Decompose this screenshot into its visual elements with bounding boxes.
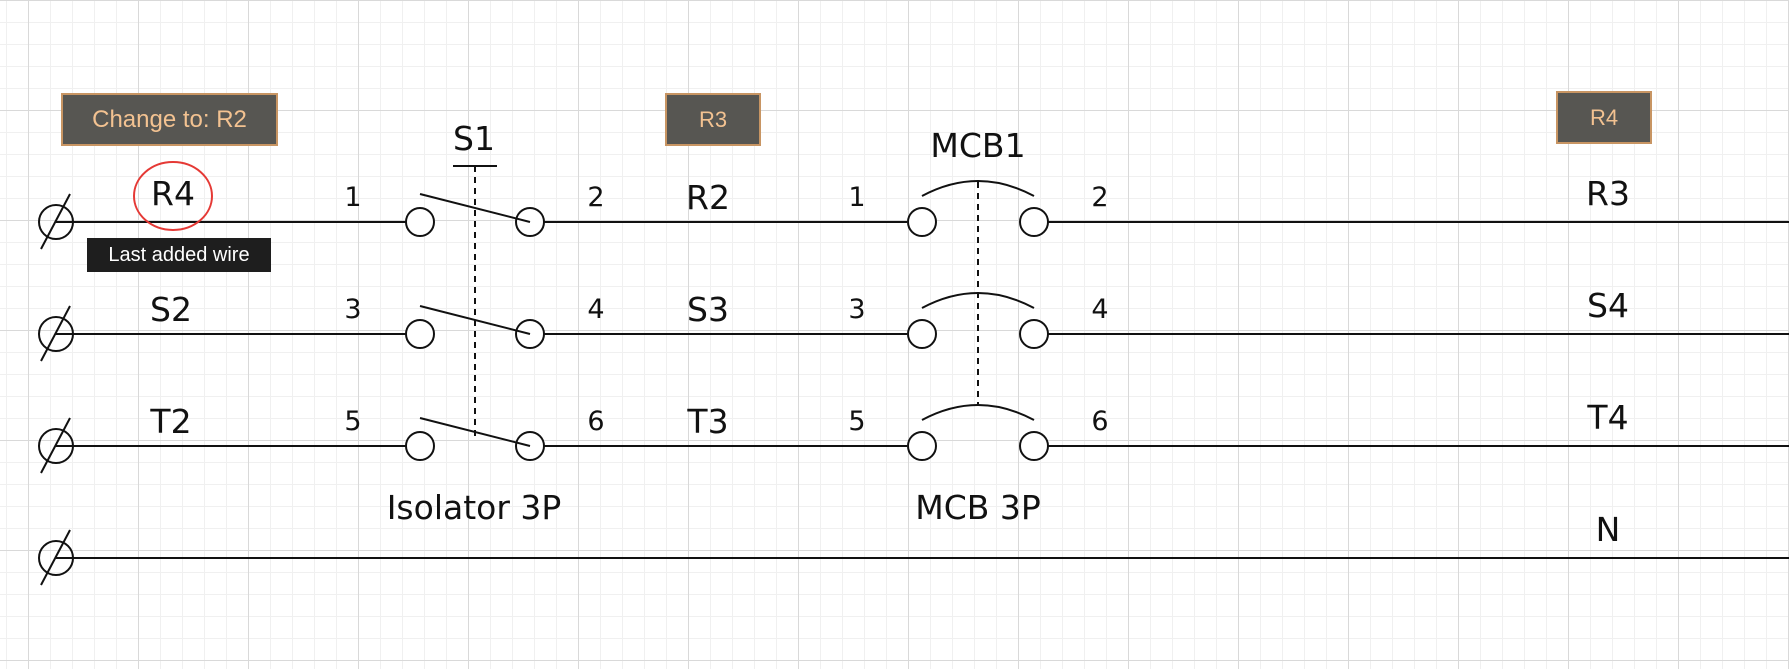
isolator-terminal-5: 5	[344, 406, 361, 437]
isolator-tag: S1	[453, 119, 495, 158]
wire-label-s3[interactable]: S3	[687, 290, 729, 329]
mcb-caption: MCB 3P	[915, 488, 1041, 527]
wire-label-t3[interactable]: T3	[686, 402, 728, 441]
mcb-terminal-1: 1	[848, 182, 865, 213]
mcb-terminal-5: 5	[848, 406, 865, 437]
last-added-wire-tooltip: Last added wire	[87, 238, 271, 272]
highlight-ring	[133, 161, 213, 231]
wire-label-r3[interactable]: R3	[1586, 174, 1630, 213]
wire-label-r4[interactable]: R4	[151, 174, 195, 213]
mcb-terminal-3: 3	[848, 294, 865, 325]
wire-label-s2[interactable]: S2	[150, 290, 192, 329]
r4-button[interactable]: R4	[1556, 91, 1652, 144]
isolator-terminal-3: 3	[344, 294, 361, 325]
change-to-button[interactable]: Change to: R2	[61, 93, 278, 146]
wire-label-t2[interactable]: T2	[149, 402, 191, 441]
r3-button[interactable]: R3	[665, 93, 761, 146]
wire-label-n[interactable]: N	[1596, 510, 1621, 549]
isolator-terminal-4: 4	[587, 294, 604, 325]
wire-label-s4[interactable]: S4	[1587, 286, 1629, 325]
mcb-terminal-4: 4	[1091, 294, 1108, 325]
isolator-terminal-2: 2	[587, 182, 604, 213]
isolator-caption: Isolator 3P	[387, 488, 562, 527]
terminal-symbol-s[interactable]	[38, 305, 74, 362]
isolator-terminal-1: 1	[344, 182, 361, 213]
mcb-3p[interactable]	[907, 180, 1049, 461]
mcb-tag: MCB1	[930, 126, 1025, 165]
mcb-terminal-6: 6	[1091, 406, 1108, 437]
isolator-3p[interactable]	[405, 165, 545, 461]
terminal-symbol-r[interactable]	[38, 193, 74, 250]
terminal-symbol-n[interactable]	[38, 529, 74, 586]
isolator-terminal-6: 6	[587, 406, 604, 437]
mcb-terminal-2: 2	[1091, 182, 1108, 213]
wire-label-t4[interactable]: T4	[1586, 398, 1628, 437]
terminal-symbol-t[interactable]	[38, 417, 74, 474]
wire-label-r2[interactable]: R2	[686, 178, 730, 217]
